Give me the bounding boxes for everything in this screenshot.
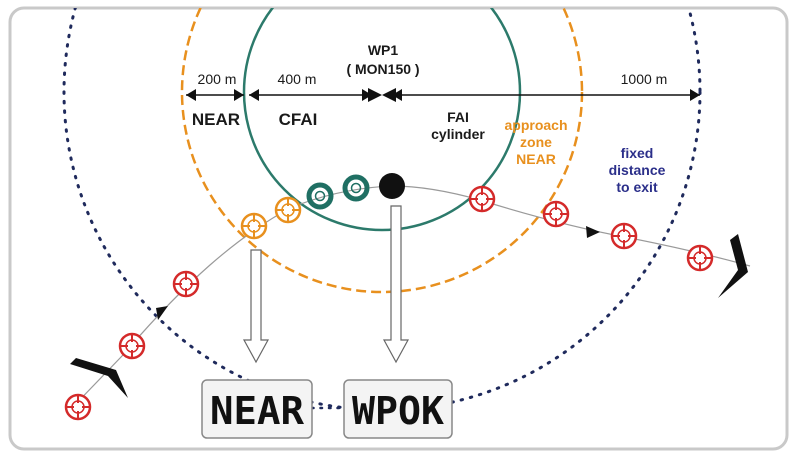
track-position-marker: [542, 200, 570, 228]
near-marker: [274, 196, 302, 224]
waypoint-name: WP1: [368, 42, 399, 58]
approach-label-line1: approach: [504, 117, 567, 133]
fai-label-line2: cylinder: [431, 126, 485, 142]
waypoint-code: ( MON150 ): [346, 61, 419, 77]
wpok-display: WPOK: [343, 379, 453, 439]
track-position-marker: [64, 393, 92, 421]
track-direction-icon: [586, 226, 600, 238]
glider-start-icon: [70, 358, 128, 398]
near-distance-label: 200 m: [198, 71, 237, 87]
near-marker: [240, 212, 268, 240]
cfai-marker: [342, 174, 370, 202]
fixed-label-line3: to exit: [616, 179, 658, 195]
fai-label-line1: FAI: [447, 109, 469, 125]
glider-end-icon: [718, 234, 748, 298]
approach-label-line2: zone: [520, 134, 552, 150]
track-direction-icon: [156, 306, 168, 320]
exit-arrow-right-icon: [690, 89, 700, 101]
cfai-zone-label: CFAI: [279, 110, 318, 129]
track-position-marker: [468, 185, 496, 213]
near-display-text: NEAR: [210, 389, 304, 433]
near-display: NEAR: [201, 379, 313, 439]
waypoint-bowtie-icon: [368, 88, 396, 102]
exit-arrow-left-icon: [392, 89, 402, 101]
near-indicator-arrow-icon: [242, 249, 270, 364]
cfai-marker: [306, 182, 334, 210]
track-position-marker: [686, 244, 714, 272]
fai-cylinder-circle: [242, 8, 522, 232]
near-arrow-left-icon: [186, 89, 196, 101]
track-position-marker: [610, 222, 638, 250]
cfai-distance-label: 400 m: [278, 71, 317, 87]
exit-distance-label: 1000 m: [621, 71, 668, 87]
approach-zone-circle: [180, 8, 584, 294]
wpok-indicator-arrow-icon: [382, 205, 410, 364]
exit-distance-circle: [62, 8, 702, 412]
near-arrow-right-icon: [234, 89, 244, 101]
track-position-marker: [172, 270, 200, 298]
track-position-marker: [118, 332, 146, 360]
near-zone-label: NEAR: [192, 110, 240, 129]
wpok-display-text: WPOK: [352, 389, 444, 433]
fixed-label-line1: fixed: [621, 145, 654, 161]
approach-label-line3: NEAR: [516, 151, 556, 167]
fixed-label-line2: distance: [609, 162, 666, 178]
waypoint-reached-marker: [379, 173, 405, 199]
cfai-arrow-left-icon: [249, 89, 259, 101]
cfai-arrow-right-icon: [362, 89, 372, 101]
